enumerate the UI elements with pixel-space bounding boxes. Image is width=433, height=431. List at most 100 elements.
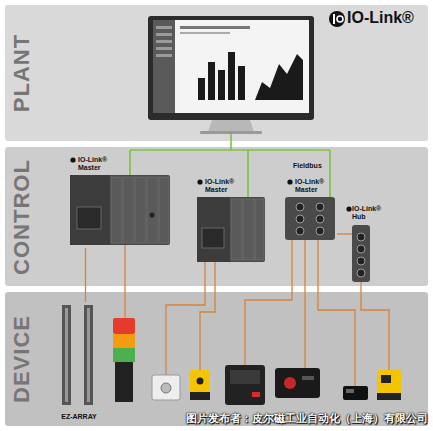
sensor-part bbox=[377, 393, 401, 400]
monitor-part bbox=[180, 26, 250, 29]
device-wire bbox=[125, 234, 389, 386]
sensor-part bbox=[377, 370, 401, 400]
sensor-part bbox=[225, 365, 265, 405]
tower-light-part bbox=[113, 318, 135, 334]
monitor-part bbox=[208, 62, 215, 100]
fieldbus-line-part bbox=[130, 149, 330, 151]
sensor-part bbox=[252, 392, 260, 397]
master-rack-part bbox=[197, 197, 265, 262]
master-rack-part bbox=[70, 175, 170, 245]
sensor-part bbox=[275, 368, 320, 398]
sensor bbox=[225, 365, 265, 405]
light-curtain-part bbox=[62, 305, 71, 405]
light-curtain bbox=[62, 305, 93, 405]
device-wire-part bbox=[166, 262, 205, 375]
tower-light-part bbox=[113, 334, 135, 348]
module-label: IO-Link® Master bbox=[295, 178, 333, 194]
master-rack-part bbox=[197, 197, 230, 262]
monitor-part bbox=[156, 40, 172, 43]
monitor-part bbox=[148, 16, 314, 120]
device-wire-part bbox=[346, 233, 352, 234]
master-module-part bbox=[316, 227, 324, 235]
io-link-icon-part bbox=[197, 179, 202, 184]
monitor bbox=[148, 16, 314, 134]
module-label: IO-Link® Hub bbox=[352, 205, 390, 221]
device-wire-part bbox=[245, 240, 292, 365]
master-module-part bbox=[285, 197, 335, 240]
master-rack-part bbox=[159, 177, 169, 243]
watermark: 图片发布者：皮尔磁工业自动化（上海）有限公司 bbox=[186, 411, 428, 426]
io-link-cable bbox=[85, 248, 86, 302]
monitor-part bbox=[218, 70, 225, 100]
light-curtain-part bbox=[65, 308, 68, 402]
io-link-icon-part bbox=[346, 206, 351, 211]
master-module-part bbox=[296, 215, 304, 223]
fieldbus-line-part bbox=[230, 134, 232, 150]
master-rack bbox=[197, 197, 265, 262]
hub-module-part bbox=[357, 257, 365, 265]
light-curtain-part bbox=[84, 305, 93, 405]
master-rack-part bbox=[150, 213, 155, 218]
master-rack-part bbox=[202, 228, 224, 248]
sensor-part bbox=[197, 378, 204, 385]
master-module-part bbox=[296, 227, 304, 235]
device-label: EZ-ARRAY bbox=[55, 413, 103, 421]
master-rack-part bbox=[147, 177, 158, 243]
device-wire-part bbox=[318, 240, 355, 386]
io-link-cable bbox=[337, 233, 346, 234]
master-module bbox=[285, 197, 335, 240]
sensor-part bbox=[230, 370, 260, 384]
fieldbus-line-part bbox=[129, 150, 131, 175]
sensor-part bbox=[152, 375, 180, 400]
monitor-part bbox=[208, 120, 254, 132]
master-module-part bbox=[296, 203, 304, 211]
monitor-part bbox=[238, 66, 245, 100]
band-title: DEVICE bbox=[9, 315, 35, 403]
device-wire-part bbox=[361, 282, 389, 370]
module-label: IO-Link® Master bbox=[205, 178, 243, 194]
sensor bbox=[152, 375, 180, 400]
monitor-part bbox=[153, 20, 309, 113]
master-rack-part bbox=[77, 207, 101, 229]
sensor-part bbox=[190, 370, 210, 400]
monitor-part bbox=[200, 131, 262, 134]
master-module-part bbox=[316, 203, 324, 211]
sensor-part bbox=[190, 392, 210, 400]
monitor-part bbox=[198, 78, 205, 100]
monitor-part bbox=[228, 52, 235, 100]
master-rack-part bbox=[135, 177, 146, 243]
sensor bbox=[190, 370, 210, 400]
light-curtain-part bbox=[87, 308, 90, 402]
io-link-logo-icon-part bbox=[337, 16, 343, 22]
band-title: CONTROL bbox=[9, 159, 35, 275]
tower-light bbox=[113, 318, 135, 402]
master-rack-part bbox=[243, 199, 254, 260]
monitor-part bbox=[180, 32, 230, 34]
hub-module-part bbox=[352, 225, 370, 282]
io-link-icon-part bbox=[70, 157, 75, 162]
io-link-logo-icon-part bbox=[329, 11, 345, 27]
sensor bbox=[275, 368, 320, 398]
io-link-icon-part bbox=[287, 179, 292, 184]
monitor-part bbox=[255, 54, 303, 100]
hub-module-part bbox=[357, 233, 365, 241]
label-holder: 图片发布者：皮尔磁工业自动化（上海）有限公司 bbox=[186, 411, 428, 426]
fieldbus-line-part bbox=[329, 150, 331, 197]
io-link-logo: IO-Link® bbox=[347, 9, 414, 27]
master-rack bbox=[70, 175, 170, 245]
sensor bbox=[377, 370, 401, 400]
label-holder: Fieldbus bbox=[293, 162, 322, 169]
device-wire-part bbox=[200, 262, 215, 370]
hub-module-part bbox=[357, 245, 365, 253]
io-link-icon bbox=[70, 157, 351, 211]
device-wire-part bbox=[304, 240, 305, 368]
master-rack-part bbox=[255, 199, 264, 260]
hub-module-part bbox=[357, 269, 365, 277]
master-rack-part bbox=[70, 175, 110, 245]
monitor-part bbox=[156, 54, 172, 57]
sensor-part bbox=[284, 377, 296, 389]
tower-light-part bbox=[113, 348, 135, 362]
